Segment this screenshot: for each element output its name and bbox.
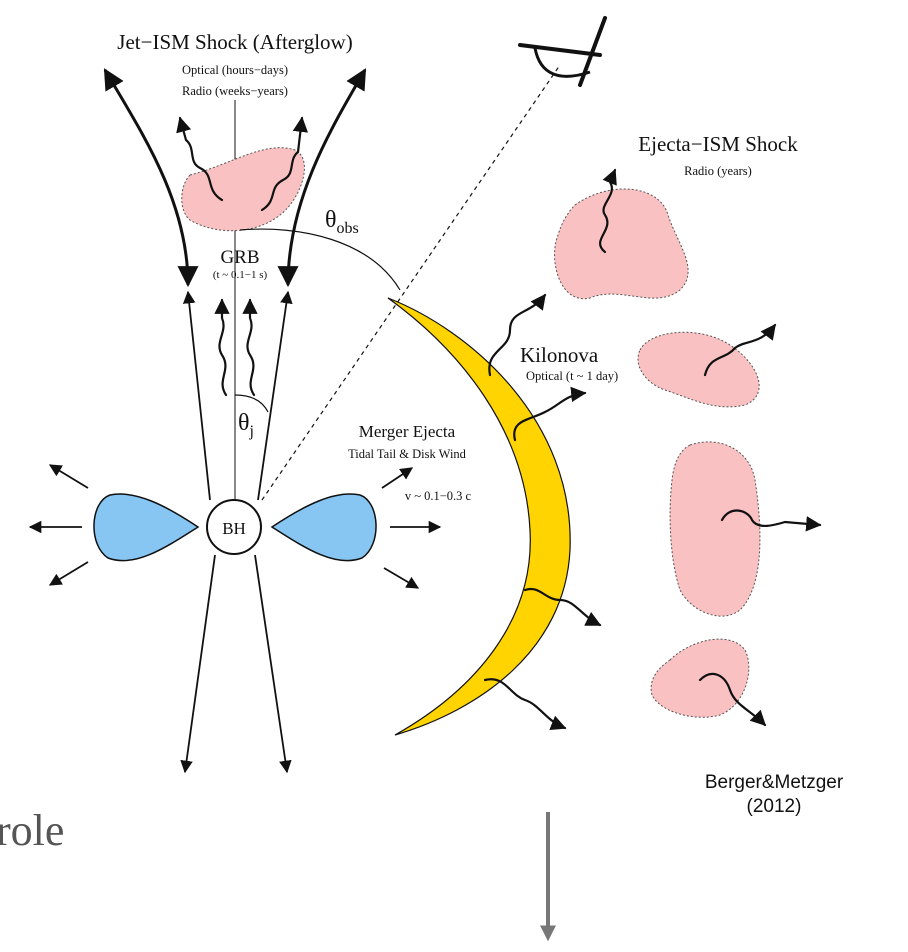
- grb-photon-left: [219, 300, 226, 395]
- right-disk-lobe: [272, 494, 376, 561]
- wind-arrow-left-up: [50, 465, 88, 488]
- ejecta-cloud-2: [638, 332, 759, 407]
- jet-line-left-lower: [185, 555, 215, 772]
- kilonova-label: Kilonova: [520, 343, 599, 367]
- jet-left-curve: [105, 70, 188, 285]
- wind-arrow-right-up: [382, 468, 412, 488]
- velocity-label: v ~ 0.1−0.3 c: [405, 489, 472, 503]
- ejecta-shock-radio: Radio (years): [684, 164, 752, 178]
- grb-photon-right: [247, 300, 254, 395]
- left-disk-lobe: [94, 494, 198, 561]
- wind-arrow-right-down: [384, 568, 418, 588]
- afterglow-cloud: [182, 148, 305, 231]
- bh-label: BH: [222, 519, 246, 538]
- theta-j-label: θj: [238, 410, 254, 440]
- grb-time-label: (t ~ 0.1−1 s): [213, 269, 268, 281]
- jet-line-left-upper: [188, 292, 210, 500]
- kilonova-optical-label: Optical (t ~ 1 day): [526, 369, 618, 383]
- ejecta-cloud-4: [651, 639, 749, 717]
- kilonova-photon-4: [485, 679, 565, 728]
- jet-line-right-upper: [258, 292, 288, 500]
- theta-obs-label: θobs: [325, 207, 359, 237]
- ejecta-cloud-1: [555, 189, 689, 299]
- grb-label: GRB: [220, 247, 259, 268]
- jet-shock-radio: Radio (weeks−years): [182, 84, 288, 98]
- citation-line-2: (2012): [747, 796, 802, 817]
- tidal-tail-label: Tidal Tail & Disk Wind: [348, 447, 467, 461]
- partial-slide-text: role: [0, 806, 64, 855]
- ejecta-cloud-3: [670, 442, 760, 616]
- jet-shock-optical: Optical (hours−days): [182, 63, 288, 77]
- jet-shock-title: Jet−ISM Shock (Afterglow): [117, 30, 352, 54]
- wind-arrow-left-down: [50, 562, 88, 585]
- citation-line-1: Berger&Metzger: [705, 772, 844, 793]
- jet-line-right-lower: [255, 555, 287, 772]
- ejecta-shock-title: Ejecta−ISM Shock: [638, 132, 798, 156]
- merger-ejecta-label: Merger Ejecta: [359, 422, 456, 441]
